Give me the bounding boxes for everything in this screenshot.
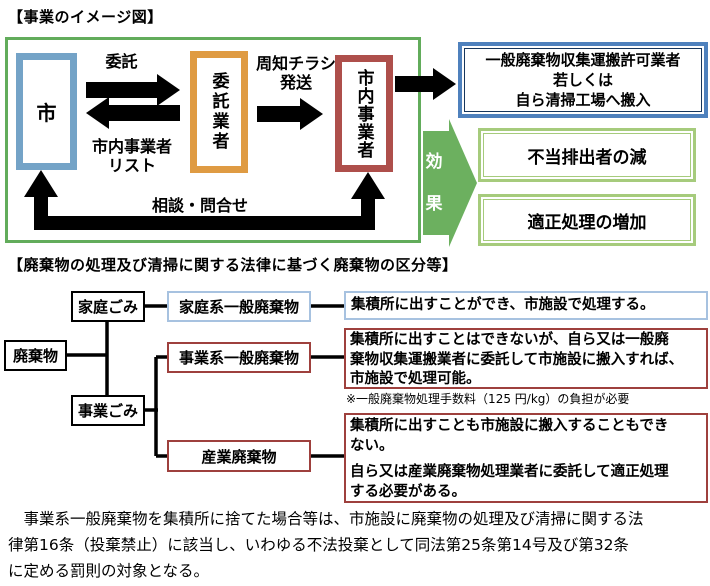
ind-desc-b-line1: 自ら又は産業廃棄物処理業者に委託して適正処理 <box>350 464 669 480</box>
penalty-paragraph-line2: 律第16条（投棄禁止）に該当し、いわゆる不法投棄として同法第25条第14号及び第… <box>8 536 629 554</box>
result-right-arrow-icon <box>395 68 456 100</box>
effect-box-1-label: 不当排出者の減 <box>483 133 691 177</box>
flyer-label: 周知チラシ 発送 <box>248 54 344 92</box>
city-business-node: 市内事業者 <box>335 55 393 172</box>
industrial-waste-node: 産業廃棄物 <box>167 440 311 472</box>
business-list-label-line1: 市内事業者 <box>91 137 172 156</box>
ind-desc-b-line2: する必要がある。 <box>350 483 466 500</box>
household-waste-description-text: 集積所に出すことができ、市施設で処理する。 <box>351 296 655 313</box>
effect-char-1: 効 <box>425 152 443 172</box>
result-box-inner: 一般廃棄物収集運搬許可業者 若しくは 自ら清掃工場へ搬入 <box>464 48 702 112</box>
ind-desc-a-line1: 集積所に出すことも市施設に搬入することもでき <box>350 418 669 434</box>
penalty-paragraph: 事業系一般廃棄物を集積所に捨てた場合等は、市施設に廃棄物の処理及び清掃に関する法… <box>8 506 706 584</box>
ind-desc-a-line2: ない。 <box>350 437 394 454</box>
result-box: 一般廃棄物収集運搬許可業者 若しくは 自ら清掃工場へ搬入 <box>458 42 708 118</box>
business-garbage-node: 事業ごみ <box>71 395 145 426</box>
effect-arrow-label: 効 果 <box>420 147 448 214</box>
consign-label: 委託 <box>105 52 138 71</box>
business-general-waste-node: 事業系一般廃棄物 <box>167 342 311 373</box>
flyer-right-arrow-icon <box>257 98 323 130</box>
result-line-2: 若しくは <box>552 71 613 89</box>
contractor-node: 委託業者 <box>190 51 248 173</box>
business-list-label: 市内事業者 リスト <box>80 137 184 175</box>
industrial-desc-paragraph-2: 自ら又は産業廃棄物処理業者に委託して適正処理 する必要がある。 <box>350 463 702 502</box>
flyer-label-line2: 発送 <box>279 73 312 92</box>
industrial-waste-description: 集積所に出すことも市施設に搬入することもでき ない。 自ら又は産業廃棄物処理業者… <box>344 413 708 503</box>
contractor-node-label: 委託業者 <box>208 72 229 152</box>
consign-right-arrow-icon <box>86 74 180 106</box>
penalty-paragraph-line3: に定める罰則の対象となる。 <box>8 562 210 580</box>
business-general-waste-description: 集積所に出すことはできないが、自ら又は一般廃 棄物収集運搬業者に委託して市施設に… <box>344 328 708 389</box>
effect-box-2-label: 適正処理の増加 <box>483 199 691 241</box>
section2-title: 【廃棄物の処理及び清掃に関する法律に基づく廃棄物の区分等】 <box>8 256 458 274</box>
result-line-1: 一般廃棄物収集運搬許可業者 <box>485 51 681 69</box>
effect-arrow-icon <box>423 119 477 247</box>
flyer-label-line1: 周知チラシ <box>256 54 336 73</box>
consult-label: 相談・問合せ <box>151 196 248 215</box>
household-garbage-node: 家庭ごみ <box>71 291 145 322</box>
list-left-arrow-icon <box>86 97 180 129</box>
bizgen-desc-line3: 市施設で処理可能。 <box>350 371 481 387</box>
effect-box-proper-treatment: 適正処理の増加 <box>478 194 696 246</box>
tree-lines <box>66 304 344 458</box>
industrial-desc-paragraph-1: 集積所に出すことも市施設に搬入することもでき ない。 <box>350 417 702 456</box>
penalty-paragraph-line1: 事業系一般廃棄物を集積所に捨てた場合等は、市施設に廃棄物の処理及び清掃に関する法 <box>8 510 644 528</box>
city-node: 市 <box>16 53 77 170</box>
effect-char-2: 果 <box>425 194 443 214</box>
fee-note: ※一般廃棄物処理手数料（125 円/kg）の負担が必要 <box>346 392 630 406</box>
diagram-frame <box>5 37 421 243</box>
bizgen-desc-line2: 棄物収集運搬業者に委託して市施設に搬入すれば、 <box>350 351 684 368</box>
business-list-label-line2: リスト <box>107 156 156 175</box>
city-business-node-label: 市内事業者 <box>353 68 374 159</box>
bizgen-desc-line1: 集積所に出すことはできないが、自ら又は一般廃 <box>350 332 669 348</box>
section1-title: 【事業のイメージ図】 <box>8 8 163 26</box>
household-general-waste-node: 家庭系一般廃棄物 <box>167 291 311 322</box>
effect-box-illegal-dumping: 不当排出者の減 <box>478 128 696 182</box>
result-line-3: 自ら清掃工場へ搬入 <box>515 91 651 109</box>
consult-u-arrow-icon <box>24 170 385 230</box>
household-waste-description: 集積所に出すことができ、市施設で処理する。 <box>344 291 708 320</box>
waste-node: 廃棄物 <box>4 340 67 371</box>
city-node-label: 市 <box>36 101 57 125</box>
